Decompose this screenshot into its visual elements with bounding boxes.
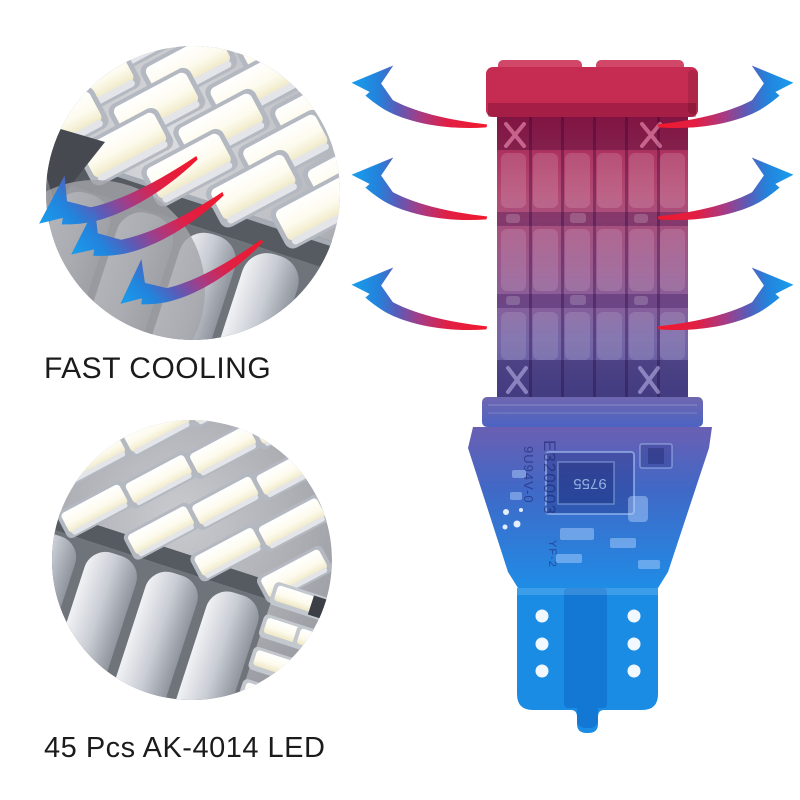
separator-blobs [506,213,648,305]
solder-clips-bottom [506,366,660,394]
bulb-illustration: E320003 9U94V-0 YF-2 9755 [468,60,712,733]
led-chip [314,420,332,474]
connector-slot [564,588,607,708]
solder-clips-top [504,122,662,148]
led-chip [269,688,332,700]
contact-hole [627,637,641,651]
contact-hole [535,664,549,678]
bulb-cap [486,67,698,117]
inset-photo-2 [0,420,403,700]
pcb-marking-rating: 9U94V-0 [521,446,536,504]
fast-cooling-label: FAST COOLING [44,352,271,385]
collar-texture [488,404,697,406]
cap-edge-shade [688,70,698,114]
contact-hole [627,609,641,623]
heat-arrow-left-2 [351,157,488,220]
end-face-gap [307,595,332,631]
pcb-marking-serial: E320003 [540,440,559,515]
led-chip [291,624,332,667]
wedge-top-highlight [517,588,658,595]
end-face-gap [286,660,332,696]
fast-cooling-inset [26,46,340,342]
pcb-pads [510,470,660,569]
column-grooves [529,117,660,397]
pcb-via-dots [502,508,523,530]
bulb-body [497,117,688,397]
heatsink-fin [0,507,21,666]
led-chip [104,46,208,48]
led-chip [316,462,332,525]
connector-tab-shade [577,700,598,728]
led-chip [52,420,130,438]
contact-hole [627,664,641,678]
pcb-chip-label: 9755 [573,475,606,492]
bulb-collar [482,397,703,427]
cap-shade [488,103,696,117]
led-chip [236,677,305,700]
heat-arrow-left-1 [351,65,488,128]
contact-hole [535,637,549,651]
pcb-component-die [648,448,664,464]
body-separator [497,294,688,308]
contact-hole [535,609,549,623]
heat-arrow-left-3 [351,267,488,330]
pcb-chip-die [557,461,615,505]
led-chip [324,634,332,678]
led-count-inset [0,420,403,700]
pcb-marking-code: YF-2 [546,540,558,568]
contact-holes [535,609,641,678]
collar-texture [488,412,697,414]
body-top-band [497,117,688,150]
pcb-component [639,443,673,469]
body-separator [497,212,688,226]
led-count-label: 45 Pcs AK-4014 LED [44,732,325,764]
led-chip [335,603,403,646]
pcb-chip [545,451,635,515]
led-chip [313,667,332,700]
